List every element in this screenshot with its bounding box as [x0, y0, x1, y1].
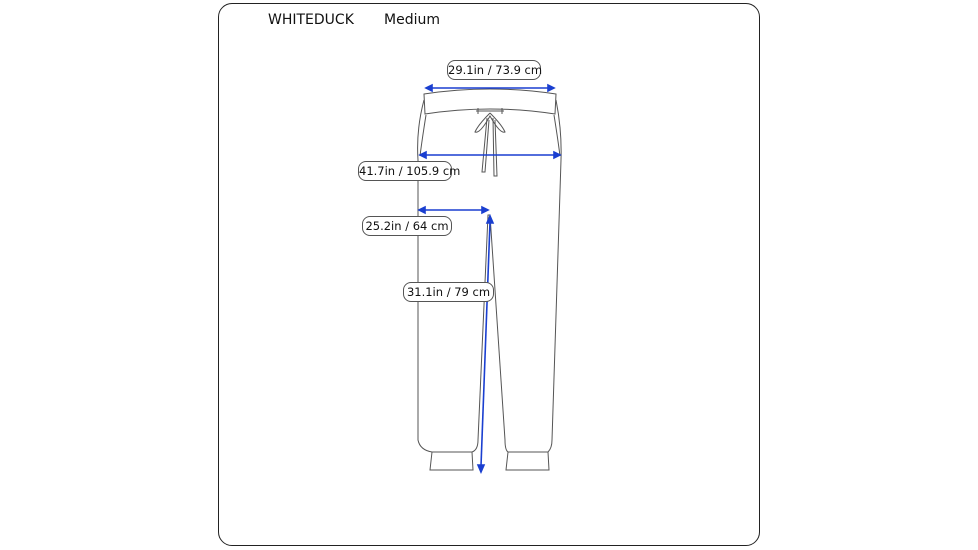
size-label: Medium [384, 12, 440, 28]
size-chart-frame [218, 3, 760, 546]
thigh-measurement-label: 25.2in / 64 cm [362, 216, 452, 236]
hip-measurement-label: 41.7in / 105.9 cm [358, 161, 460, 181]
pants-outline [417, 88, 562, 471]
measurement-arrows [417, 83, 562, 475]
waist-measurement-label: 29.1in / 73.9 cm [447, 60, 542, 80]
brand-name: WHITEDUCK [268, 12, 354, 28]
inseam-measurement-label: 31.1in / 79 cm [403, 282, 494, 302]
